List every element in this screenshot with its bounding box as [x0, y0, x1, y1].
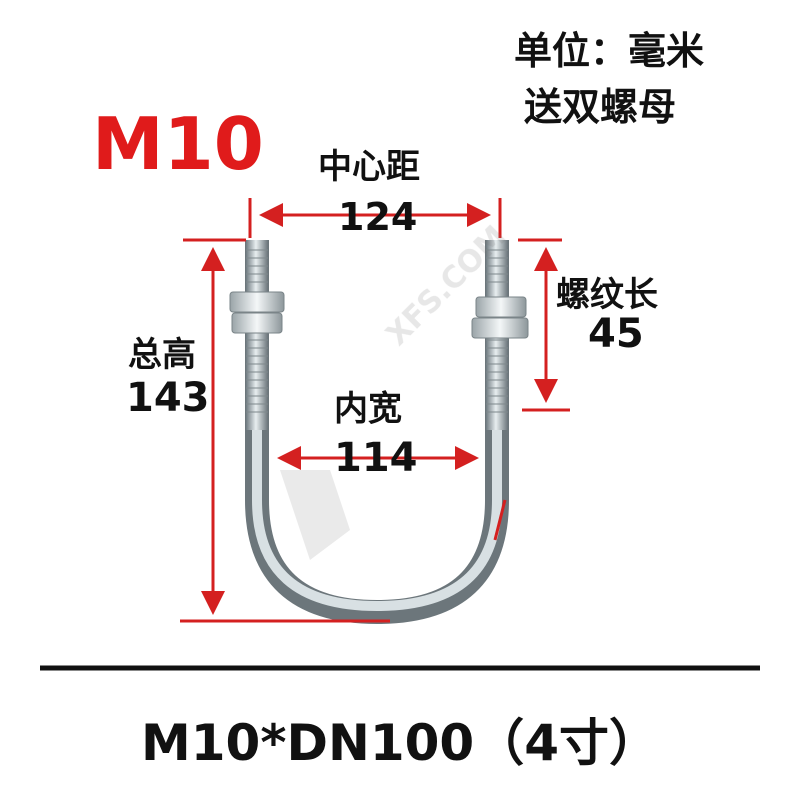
inner-width-value: 114	[334, 435, 418, 481]
thread-length-value: 45	[588, 311, 644, 357]
thread-length-label: 螺纹长	[556, 275, 658, 315]
total-height-value: 143	[126, 375, 210, 421]
dimension-lines	[180, 198, 570, 623]
product-spec: M10*DN100（4寸）	[141, 714, 659, 772]
inner-width-label: 内宽	[334, 389, 402, 429]
u-bolt	[229, 240, 529, 625]
total-height-label: 总高	[128, 335, 196, 375]
nut-left	[229, 291, 285, 313]
model-title: M10	[92, 102, 264, 186]
center-distance-label: 中心距	[318, 147, 420, 187]
center-distance-value: 124	[338, 195, 418, 239]
unit-label: 单位：毫米	[514, 29, 705, 73]
included-nuts-label: 送双螺母	[524, 85, 677, 129]
nut-right	[475, 296, 527, 318]
